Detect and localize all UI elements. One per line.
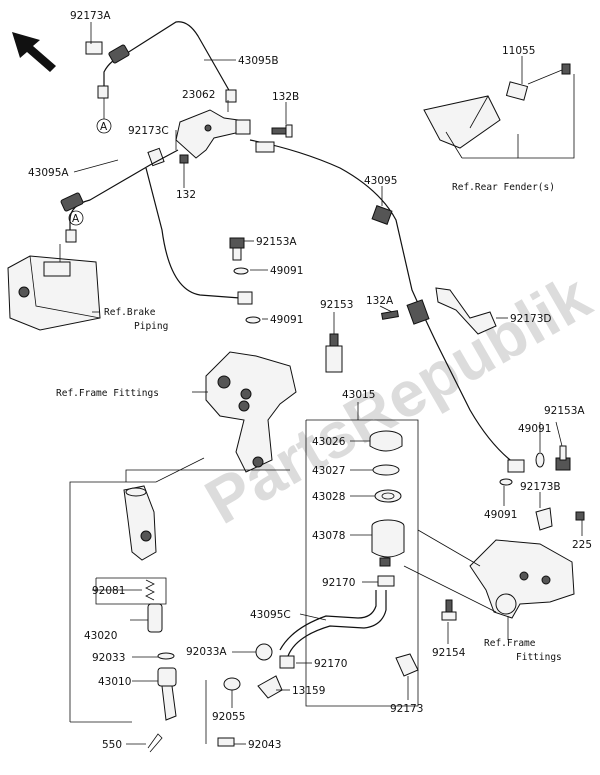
o-ring-92055 xyxy=(223,677,241,691)
rear-brake-bracket xyxy=(469,539,575,619)
diaphragm-plate-43027 xyxy=(372,464,400,476)
label-43095b: 43095B xyxy=(238,55,279,67)
part-labels: 92173A 43095B 11055 23062 132B 92173C 43… xyxy=(28,10,592,751)
circlip-92033 xyxy=(157,652,175,660)
bolt-92153 xyxy=(325,333,343,373)
label-92055: 92055 xyxy=(212,711,245,723)
bolt-132b xyxy=(271,124,293,138)
label-92153a-top: 92153A xyxy=(256,236,297,248)
bolt-225 xyxy=(575,511,585,521)
bolt-92154 xyxy=(441,599,457,621)
ref-brake-piping-2: Piping xyxy=(134,321,168,332)
clip-11055 xyxy=(505,63,571,101)
connector-a-top: A xyxy=(96,98,112,134)
label-11055: 11055 xyxy=(502,45,535,57)
ref-frame-fittings-right-1: Ref.Frame xyxy=(484,638,536,649)
label-92153: 92153 xyxy=(320,299,353,311)
label-92170-top: 92170 xyxy=(322,577,355,589)
reservoir-43078 xyxy=(371,519,405,567)
bracket-92173d xyxy=(435,287,497,335)
brake-hose-43095b xyxy=(103,21,237,103)
label-550: 550 xyxy=(102,739,122,751)
label-92173a: 92173A xyxy=(70,10,111,22)
label-92033: 92033 xyxy=(92,652,125,664)
spring-92081 xyxy=(145,579,155,601)
label-132a: 132A xyxy=(366,295,394,307)
label-49091-right1: 49091 xyxy=(518,423,551,435)
label-92081: 92081 xyxy=(92,585,125,597)
label-43015: 43015 xyxy=(342,389,375,401)
label-43028: 43028 xyxy=(312,491,345,503)
label-225: 225 xyxy=(572,539,592,551)
label-92154: 92154 xyxy=(432,647,466,659)
reservoir-hose-43095c xyxy=(279,590,387,657)
ref-frame-fittings-right-2: Fittings xyxy=(516,652,562,663)
label-92173d: 92173D xyxy=(510,313,552,325)
pin-92043 xyxy=(217,737,235,747)
label-43078: 43078 xyxy=(312,530,345,542)
clamp-92173 xyxy=(395,653,419,677)
label-43010: 43010 xyxy=(98,676,131,688)
washer-49091-right1 xyxy=(535,452,545,468)
bolt-132a xyxy=(381,310,399,320)
footrest-bracket xyxy=(205,351,297,473)
diaphragm-43028 xyxy=(374,489,402,503)
label-132: 132 xyxy=(176,189,196,201)
label-92173c: 92173C xyxy=(128,125,169,137)
label-92173b: 92173B xyxy=(520,481,561,493)
label-49091-right2: 49091 xyxy=(484,509,517,521)
label-92033a: 92033A xyxy=(186,646,227,658)
label-43095a: 43095A xyxy=(28,167,69,179)
washer-49091-right2 xyxy=(499,478,513,486)
clip-92173c xyxy=(147,147,165,167)
label-92153a-right: 92153A xyxy=(544,405,585,417)
label-49091-top: 49091 xyxy=(270,265,303,277)
label-92170-bot: 92170 xyxy=(314,658,347,670)
piston-assembly xyxy=(147,603,163,633)
fitting-13159 xyxy=(257,675,283,699)
washer-49091-top xyxy=(233,267,249,275)
cotter-pin-550 xyxy=(147,733,163,753)
label-132b: 132B xyxy=(272,91,299,103)
washer-49091-mid xyxy=(245,316,261,324)
reference-labels: Ref.Rear Fender(s) Ref.Brake Piping Ref.… xyxy=(56,182,562,663)
clip-92173a xyxy=(85,41,109,99)
bolt-132 xyxy=(179,154,189,188)
circlip-92033a xyxy=(255,643,273,661)
clamp-92170-bot xyxy=(279,655,295,669)
banjo-bolt-92153a-right xyxy=(555,445,571,471)
master-cylinder-43020 xyxy=(123,485,157,561)
brake-hose-43095 xyxy=(249,139,525,473)
label-49091-mid: 49091 xyxy=(270,314,303,326)
label-23062: 23062 xyxy=(182,89,215,101)
leader-lines xyxy=(59,22,583,745)
label-43027: 43027 xyxy=(312,465,345,477)
brake-hose-43095a xyxy=(60,149,253,305)
front-direction-arrow-icon xyxy=(12,32,56,72)
connector-a-mid: A xyxy=(68,210,84,226)
label-43095: 43095 xyxy=(364,175,397,187)
label-92173: 92173 xyxy=(390,703,423,715)
label-43095c: 43095C xyxy=(250,609,291,621)
clamp-92170-top xyxy=(377,575,395,587)
ref-brake-piping-1: Ref.Brake xyxy=(104,307,156,318)
label-43020: 43020 xyxy=(84,630,117,642)
rear-fender-bracket xyxy=(423,95,501,149)
abs-unit xyxy=(7,255,101,331)
bracket-92173b xyxy=(535,507,553,531)
ref-rear-fender: Ref.Rear Fender(s) xyxy=(452,182,555,193)
reservoir-cap-43026 xyxy=(369,430,403,452)
bracket-23062 xyxy=(175,109,251,159)
push-rod-43010 xyxy=(157,667,177,721)
label-13159: 13159 xyxy=(292,685,325,697)
label-92043: 92043 xyxy=(248,739,281,751)
svg-text:A: A xyxy=(100,121,108,133)
banjo-bolt-92153a-top xyxy=(229,237,245,261)
label-43026: 43026 xyxy=(312,436,346,448)
ref-frame-fittings-left: Ref.Frame Fittings xyxy=(56,388,159,399)
svg-text:A: A xyxy=(72,213,80,225)
